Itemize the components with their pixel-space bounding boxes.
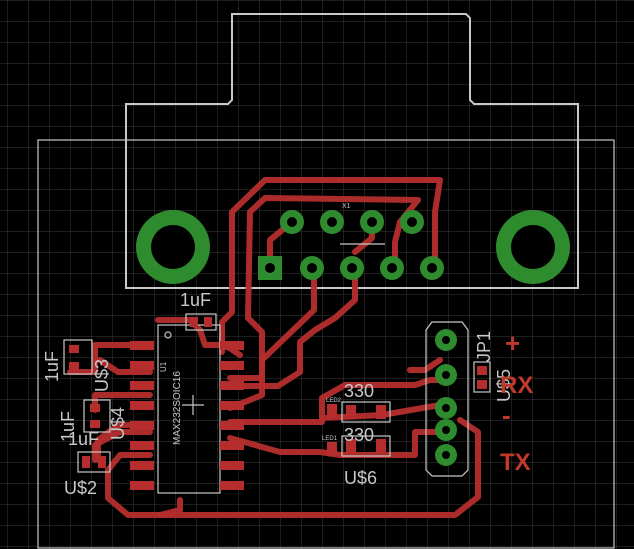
led1-pad xyxy=(327,442,337,456)
led1-label: LED1 xyxy=(322,436,338,442)
label-rx: RX xyxy=(500,372,533,399)
ic-ref-label: U1 xyxy=(159,361,168,372)
capacitor-u3: 1uF U$3 xyxy=(42,339,112,392)
ic-part-label: MAX232SOIC16 xyxy=(172,371,183,445)
res-u6-value: 330 xyxy=(344,425,374,445)
led-resistor-block: 330 330 U$6 U$5 LED2 LED1 xyxy=(322,369,514,488)
cap-u4-ref: U$4 xyxy=(108,407,128,440)
header-ref: JP1 xyxy=(474,331,494,362)
label-minus: - xyxy=(502,400,511,430)
board-outline xyxy=(37,139,615,549)
label-plus: + xyxy=(505,328,520,358)
res-u5-value: 330 xyxy=(344,381,374,401)
res-u5-ref: U$5 xyxy=(494,369,514,402)
capacitor-u2: 1uF U$2 xyxy=(64,429,111,498)
ic-max232: MAX232SOIC16 U1 xyxy=(130,324,244,494)
led2-label: LED2 xyxy=(326,398,342,404)
ic-pins-right xyxy=(220,341,244,490)
traces xyxy=(67,177,481,518)
connector-ref: X1 xyxy=(342,203,351,210)
led2-pad xyxy=(327,404,337,418)
capacitor-top: 1uF xyxy=(180,290,217,331)
cap-top-value: 1uF xyxy=(180,290,211,310)
ic-pins-left xyxy=(130,341,154,490)
cap-u3-value: 1uF xyxy=(42,351,62,382)
cap-u4-value: 1uF xyxy=(58,411,78,442)
resistor-u5 xyxy=(341,401,391,423)
cap-u2-ref: U$2 xyxy=(64,478,97,498)
capacitor-u4: 1uF U$4 xyxy=(58,399,128,442)
header-jp1: JP1 xyxy=(425,321,494,477)
db9-pads xyxy=(258,210,444,280)
db9-connector: X1 xyxy=(125,13,579,289)
resistor-u6 xyxy=(341,435,391,457)
signal-labels: + RX - TX xyxy=(500,328,533,476)
cap-u2-value: 1uF xyxy=(68,429,99,449)
res-u6-ref: U$6 xyxy=(344,468,377,488)
label-tx: TX xyxy=(500,449,531,476)
cap-u3-ref: U$3 xyxy=(92,359,112,392)
